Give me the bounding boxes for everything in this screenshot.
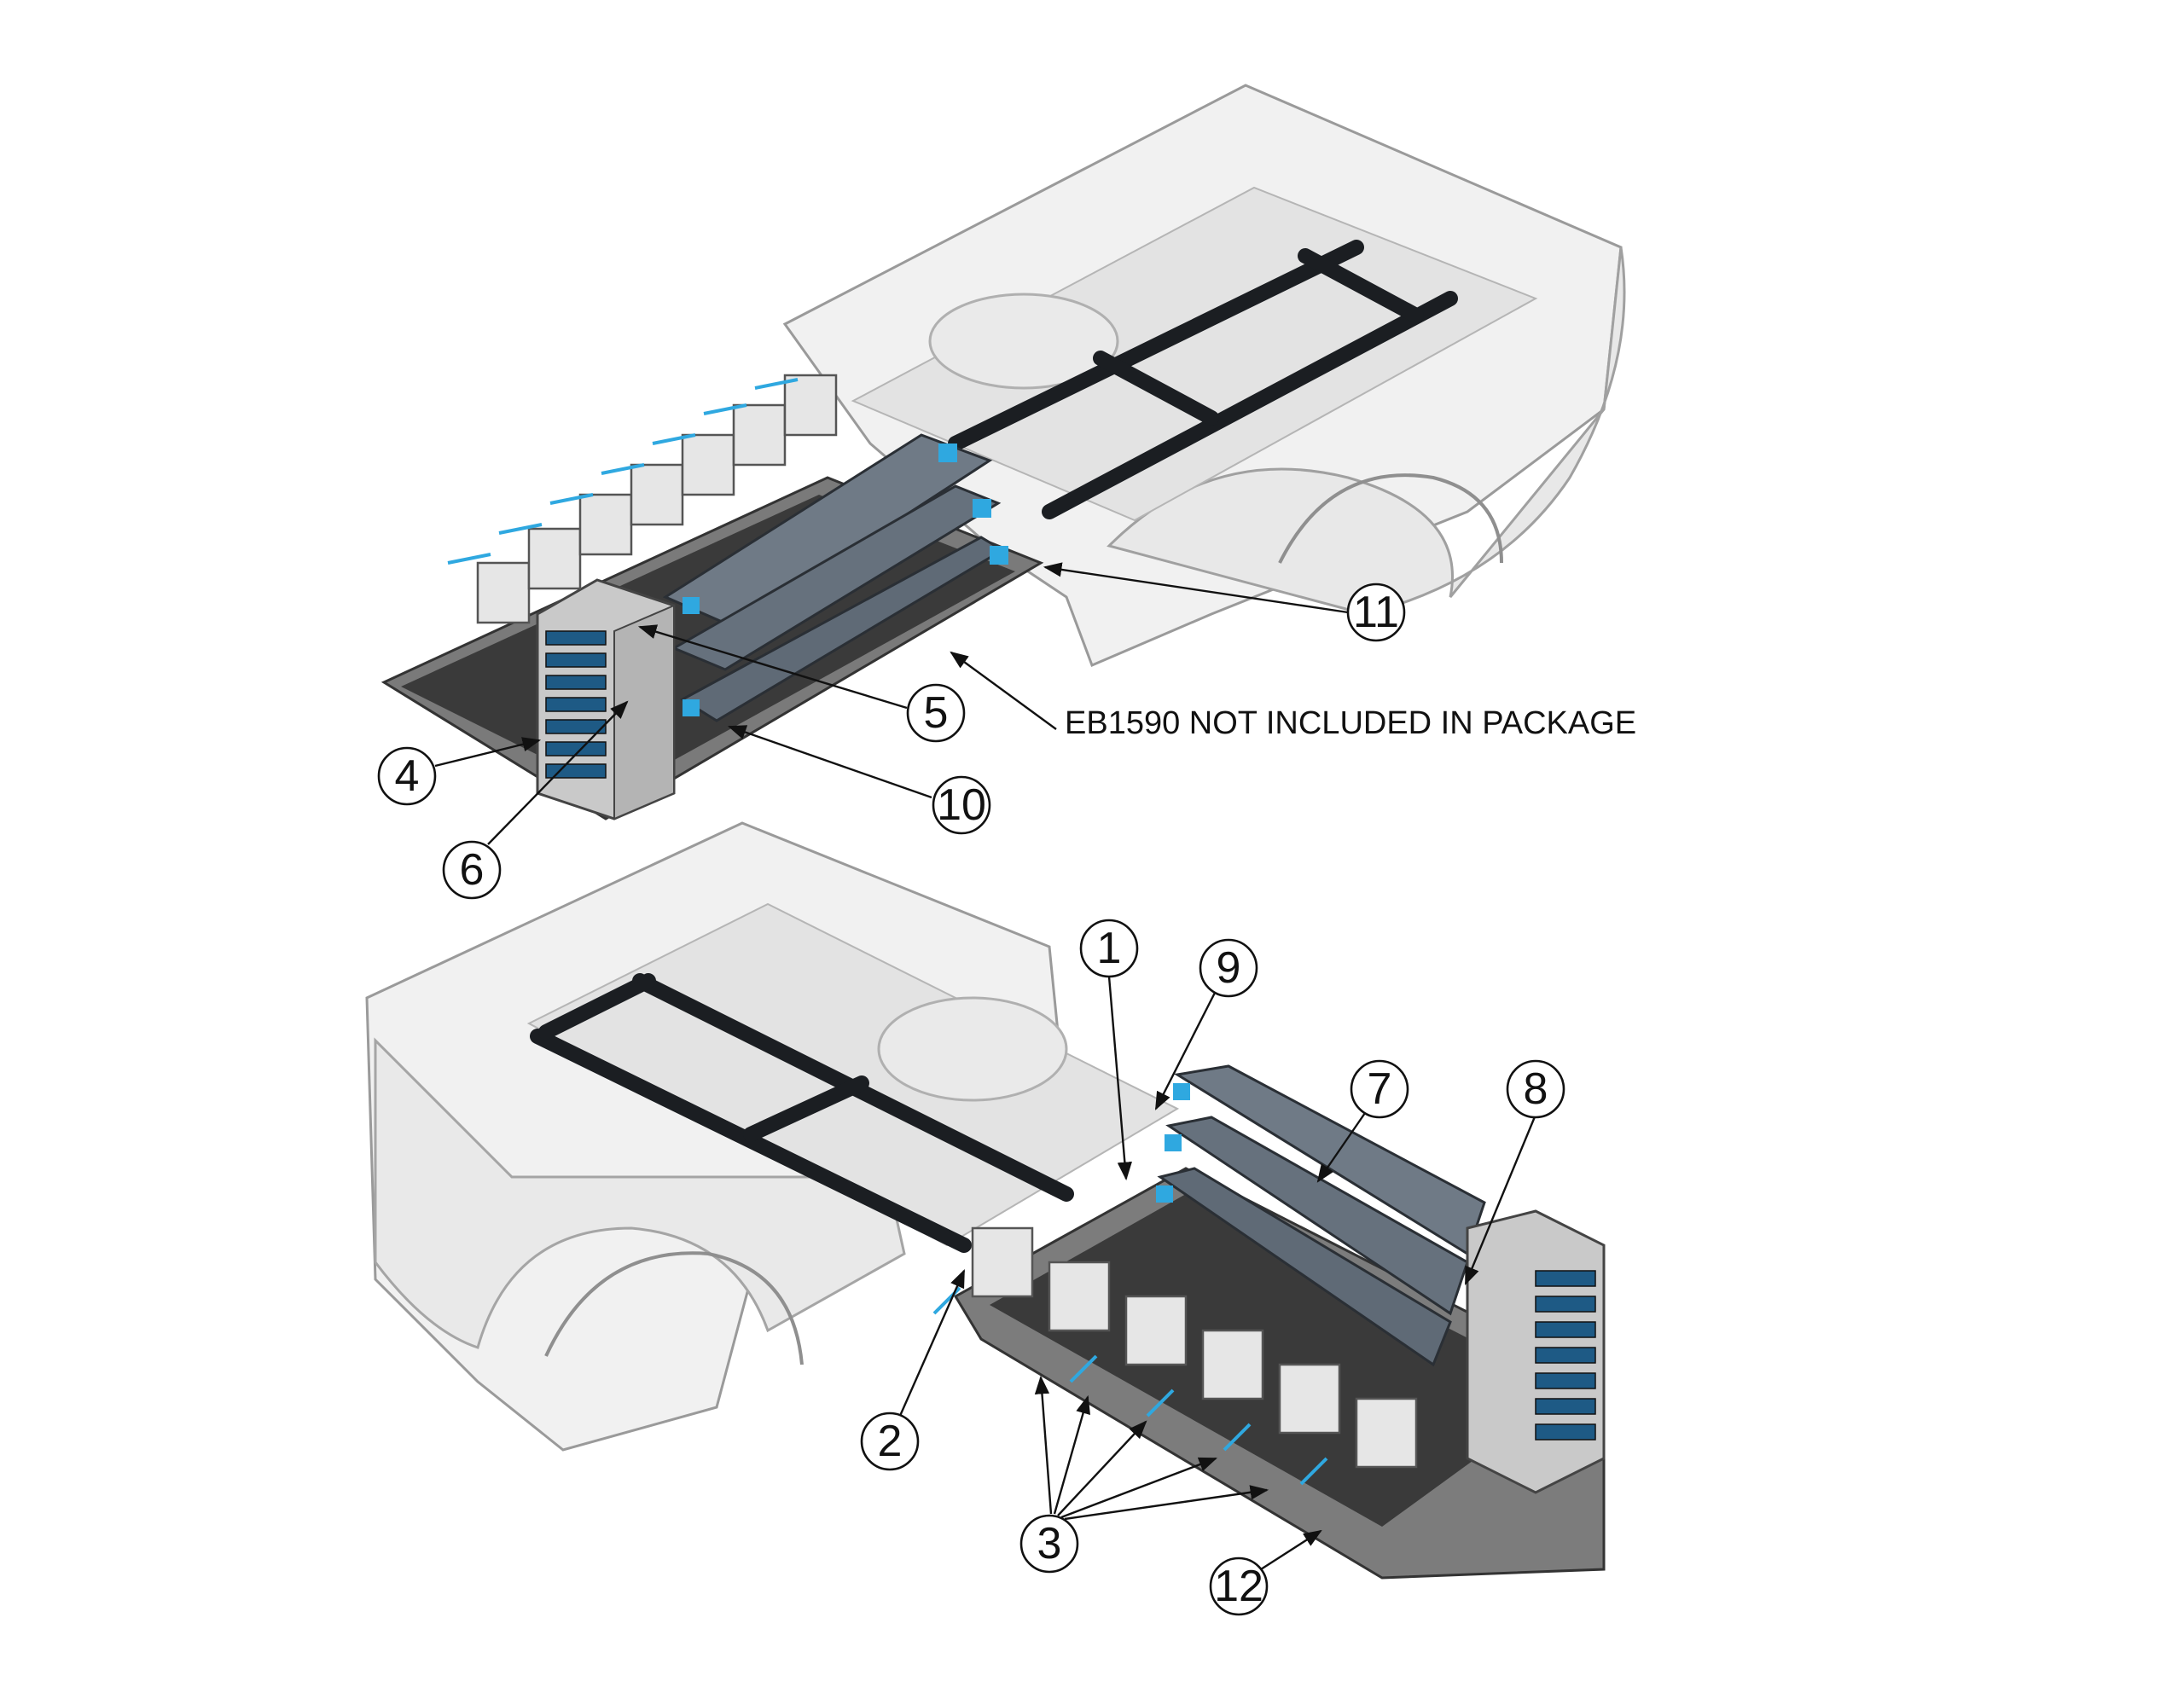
leader-3d xyxy=(1060,1457,1218,1519)
bottom-shelf-units xyxy=(1156,1064,1486,1367)
leader-4 xyxy=(434,737,542,768)
leader-2 xyxy=(898,1269,966,1417)
bottom-wheel-arch xyxy=(544,1251,804,1365)
top-shelf-units xyxy=(662,433,1008,722)
leader-10 xyxy=(727,725,932,799)
top-bed-floor xyxy=(851,186,1538,522)
top-assembly-illustration xyxy=(380,84,1626,820)
top-wheel-arch xyxy=(1278,473,1503,564)
callout-10: 10 xyxy=(932,775,991,835)
leader-note xyxy=(950,651,1057,730)
callout-2: 2 xyxy=(860,1412,920,1471)
bottom-wheel-well xyxy=(877,996,1068,1102)
leader-11 xyxy=(1043,562,1349,614)
top-wheel-well xyxy=(928,293,1119,390)
callout-4: 4 xyxy=(377,746,437,806)
bottom-bin-cabinet xyxy=(1466,1209,1606,1494)
bottom-assembly-illustration xyxy=(365,821,1606,1580)
leader-3c xyxy=(1057,1420,1147,1516)
callout-4-label: 4 xyxy=(395,751,420,801)
leader-8 xyxy=(1464,1114,1537,1285)
callout-12: 12 xyxy=(1209,1557,1269,1616)
callout-11: 11 xyxy=(1346,583,1406,642)
leader-6 xyxy=(487,700,629,845)
callout-9: 9 xyxy=(1199,938,1258,998)
callout-3-label: 3 xyxy=(1037,1519,1062,1568)
callout-8-label: 8 xyxy=(1524,1064,1548,1114)
callout-7: 7 xyxy=(1350,1059,1409,1119)
leader-7 xyxy=(1316,1112,1366,1183)
callout-8: 8 xyxy=(1506,1059,1565,1119)
callout-6: 6 xyxy=(442,840,502,900)
leader-12 xyxy=(1260,1529,1322,1571)
top-truck-fender xyxy=(1107,246,1626,616)
leader-9 xyxy=(1154,990,1217,1110)
leader-3e xyxy=(1064,1485,1269,1521)
bottom-truck-fender xyxy=(374,1037,906,1349)
callout-2-label: 2 xyxy=(878,1417,903,1466)
leader-5 xyxy=(637,624,908,710)
bottom-frame-rails xyxy=(530,973,1074,1253)
callout-11-label: 11 xyxy=(1353,588,1399,637)
callout-6-label: 6 xyxy=(460,845,485,895)
exclusion-note: EB1590 NOT INCLUDED IN PACKAGE xyxy=(1065,705,1636,741)
top-frame-rails xyxy=(948,240,1458,519)
callout-5-label: 5 xyxy=(924,688,949,738)
top-cylinder-racks xyxy=(476,374,838,624)
bottom-deck-floor xyxy=(990,1194,1570,1527)
callout-1: 1 xyxy=(1079,919,1139,978)
leader-3b xyxy=(1053,1394,1090,1515)
callout-3: 3 xyxy=(1019,1514,1079,1574)
callout-5: 5 xyxy=(906,683,966,743)
bottom-cylinder-racks xyxy=(971,1226,1418,1469)
callout-1-label: 1 xyxy=(1097,924,1122,973)
leader-lines xyxy=(434,562,1537,1571)
top-rack-clamps xyxy=(447,378,799,565)
leader-3a xyxy=(1034,1375,1053,1515)
leader-1 xyxy=(1107,976,1132,1181)
callout-12-label: 12 xyxy=(1214,1562,1263,1611)
top-bin-cabinet xyxy=(536,578,676,820)
callout-9-label: 9 xyxy=(1217,943,1241,993)
callout-7-label: 7 xyxy=(1368,1064,1392,1114)
callout-10-label: 10 xyxy=(937,780,986,830)
